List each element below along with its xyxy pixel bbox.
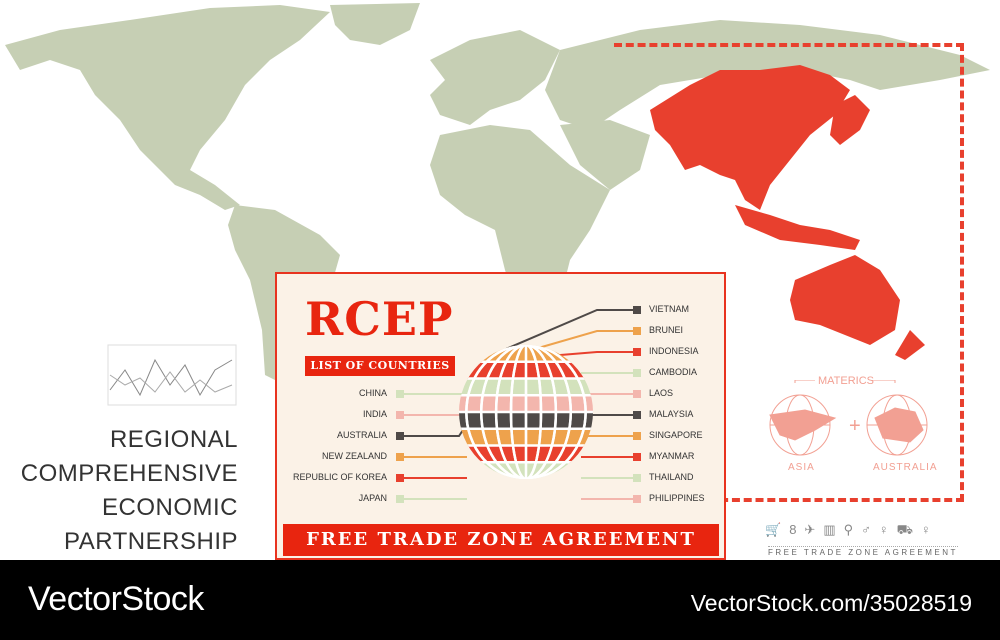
north-asia bbox=[545, 20, 990, 130]
rcep-title: RCEP bbox=[305, 292, 454, 346]
man-icon: ♂ bbox=[861, 522, 879, 537]
legend-swatch bbox=[633, 411, 641, 419]
bottle-icon: 8 bbox=[789, 522, 805, 537]
legend-swatch bbox=[396, 390, 404, 398]
pin-icon: ⚲ bbox=[843, 522, 862, 537]
plus-sign: + bbox=[849, 415, 861, 437]
legend-swatch bbox=[633, 495, 641, 503]
legend-swatch bbox=[633, 327, 641, 335]
legend-swatch bbox=[396, 474, 404, 482]
heading-line-4: PARTNERSHIP bbox=[64, 528, 238, 555]
legend-swatch bbox=[633, 390, 641, 398]
country-label-thailand: THAILAND bbox=[649, 472, 694, 482]
country-label-japan: JAPAN bbox=[358, 493, 387, 503]
woman-icon: ♀ bbox=[921, 522, 939, 537]
country-label-myanmar: MYANMAR bbox=[649, 451, 695, 461]
north-america bbox=[5, 5, 330, 210]
rcep-card: RCEP LIST OF COUNTRIES CHINA INDIA AUSTRAL… bbox=[275, 272, 726, 560]
country-label-india: INDIA bbox=[362, 409, 387, 419]
chart-icon: ▥ bbox=[823, 522, 844, 537]
world-map bbox=[5, 3, 990, 406]
watermark-brand: VectorStock bbox=[28, 580, 204, 618]
china-se-asia bbox=[650, 65, 850, 210]
icon-strip: 🛒8✈▥⚲♂♀⛟♀ bbox=[765, 522, 939, 540]
car-icon: ⛟ bbox=[896, 522, 922, 537]
materics-label: MATERICS bbox=[818, 375, 875, 387]
country-label-china: CHINA bbox=[358, 388, 387, 398]
watermark-id: VectorStock.com/35028519 bbox=[690, 590, 972, 616]
footer-banner: FREE TRADE ZONE AGREEMENT bbox=[283, 524, 719, 556]
asia-globe-icon bbox=[769, 394, 837, 456]
legend-swatch bbox=[633, 306, 641, 314]
heading-line-1: REGIONAL bbox=[109, 426, 238, 453]
plane-icon: ✈ bbox=[804, 522, 824, 537]
australia-label: AUSTRALIA bbox=[873, 462, 938, 473]
rcep-region bbox=[650, 65, 925, 360]
legend-swatch bbox=[633, 453, 641, 461]
globe-diagram bbox=[396, 306, 641, 503]
greenland bbox=[330, 3, 420, 45]
country-label-indonesia: INDONESIA bbox=[649, 346, 699, 356]
country-label-philippines: PHILIPPINES bbox=[649, 493, 705, 503]
female-icon: ♀ bbox=[878, 522, 897, 537]
mini-line-chart bbox=[107, 344, 237, 406]
africa bbox=[430, 125, 610, 320]
continents bbox=[5, 3, 990, 380]
country-label-singapore: SINGAPORE bbox=[649, 430, 703, 440]
country-label-australia: AUSTRALIA bbox=[336, 430, 387, 440]
leader-line bbox=[404, 429, 464, 437]
country-label-laos: LAOS bbox=[649, 388, 674, 398]
asia-label: ASIA bbox=[788, 462, 815, 473]
legend-swatch bbox=[396, 495, 404, 503]
heading-line-2: COMPREHENSIVE bbox=[20, 460, 238, 487]
leader-line bbox=[505, 309, 637, 350]
cart-icon: 🛒 bbox=[765, 522, 790, 537]
globe-meridian bbox=[509, 345, 543, 479]
globe-meridian bbox=[465, 345, 587, 479]
heading-line-3: ECONOMIC bbox=[102, 494, 238, 521]
legend-swatch bbox=[633, 432, 641, 440]
legend-swatch bbox=[633, 348, 641, 356]
legend-swatch bbox=[396, 432, 404, 440]
list-subtitle: LIST OF COUNTRIES bbox=[305, 356, 455, 376]
icon-strip-caption: FREE TRADE ZONE AGREEMENT bbox=[768, 546, 958, 557]
bracket bbox=[794, 380, 896, 383]
legend-swatch bbox=[633, 474, 641, 482]
europe bbox=[430, 30, 560, 125]
globe-meridian bbox=[494, 345, 558, 479]
legend-swatch bbox=[633, 369, 641, 377]
australia-globe-icon bbox=[866, 394, 928, 456]
country-label-cambodia: CAMBODIA bbox=[649, 367, 698, 377]
country-label-vietnam: VIETNAM bbox=[649, 304, 690, 314]
legend-swatch bbox=[396, 453, 404, 461]
legend-swatch bbox=[396, 411, 404, 419]
leader-line bbox=[520, 330, 637, 354]
country-label-republic-of-korea: REPUBLIC OF KOREA bbox=[292, 472, 387, 482]
indonesia bbox=[735, 205, 860, 250]
country-label-malaysia: MALAYSIA bbox=[649, 409, 694, 419]
australia bbox=[790, 255, 900, 345]
country-label-new-zealand: NEW ZEALAND bbox=[321, 451, 387, 461]
watermark-bar bbox=[0, 560, 1000, 640]
middle-east bbox=[560, 120, 650, 190]
globe-meridian bbox=[479, 345, 573, 479]
rcep-region-frame bbox=[614, 43, 964, 502]
country-label-brunei: BRUNEI bbox=[649, 325, 684, 335]
materics-globes: + bbox=[769, 380, 928, 456]
japan-korea bbox=[830, 95, 870, 145]
new-zealand bbox=[895, 330, 925, 360]
